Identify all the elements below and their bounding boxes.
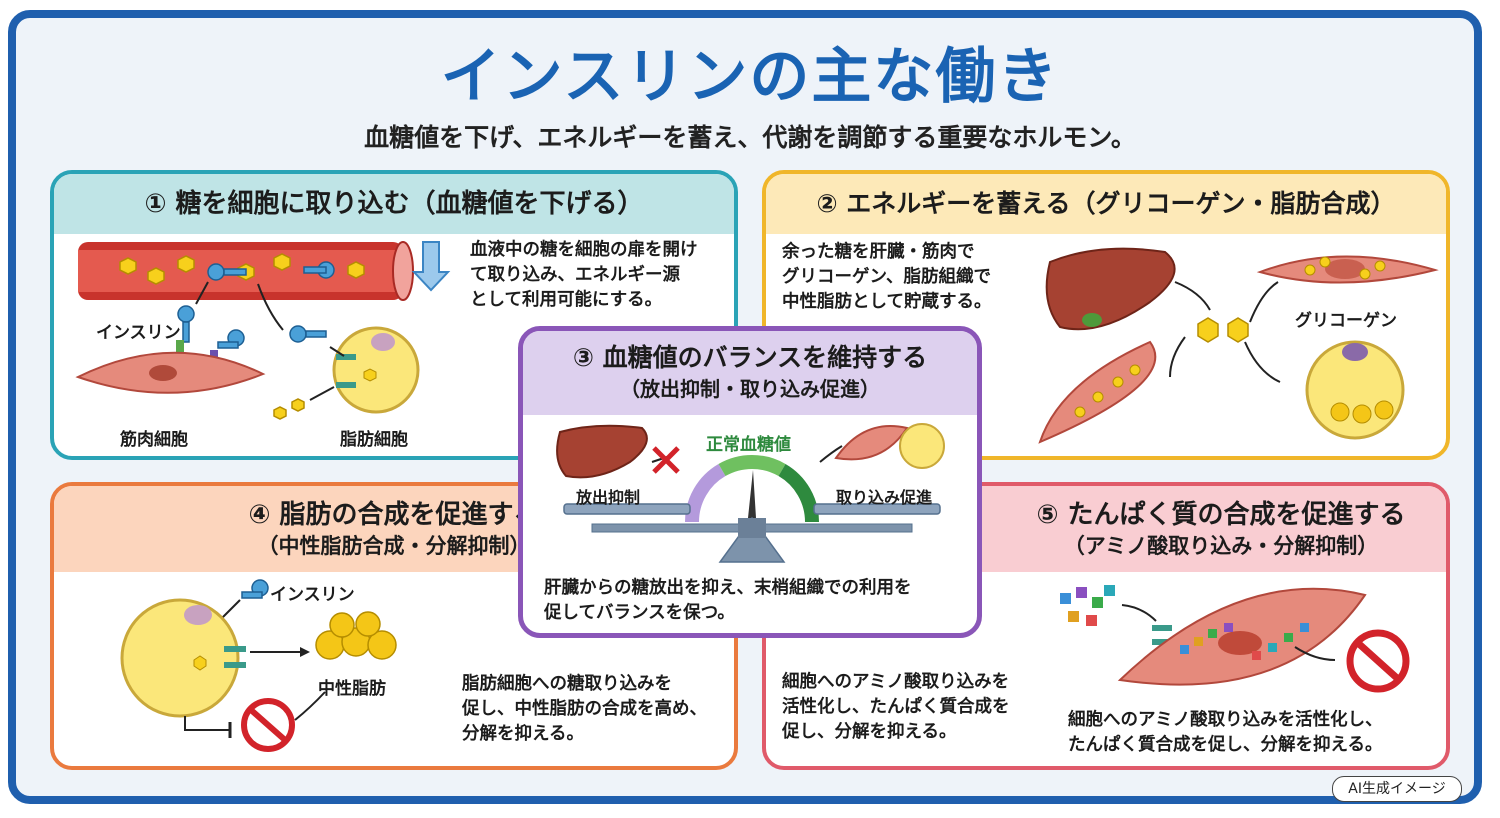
cross-mark-icon (652, 446, 680, 474)
glucose-molecule (177, 255, 195, 273)
blood-vessel-illustration (75, 241, 451, 420)
ai-generated-badge: AI生成イメージ (1332, 776, 1462, 802)
panel-glucose-balance: ③ 血糖値のバランスを維持する （放出抑制・取り込み促進） (518, 326, 982, 638)
glucose-molecule (1227, 317, 1249, 343)
down-arrow-icon (411, 241, 451, 292)
glucose-molecule (347, 261, 365, 279)
triglyceride-icon (315, 611, 397, 660)
amino-acid-transporter (1152, 639, 1172, 645)
liver-icon (1045, 247, 1176, 331)
liver-icon (556, 424, 648, 479)
fat-cell-icon (899, 423, 945, 469)
glucose-transporter (224, 662, 246, 668)
panel2-heading: ② エネルギーを蓄える（グリコーゲン・脂肪合成） (766, 174, 1446, 234)
glucose-gauge-purple (684, 463, 726, 523)
label-fat-cell: 脂肪細胞 (340, 430, 408, 450)
fat-cell (120, 598, 240, 718)
glucose-molecule (363, 368, 377, 382)
insulin-key-icon (177, 305, 195, 343)
amino-acid-icon (1060, 585, 1115, 626)
panel5-description-right: 細胞へのアミノ酸取り込みを活性化し、 たんぱく質合成を促し、分解を抑える。 (1068, 710, 1383, 755)
gauge-needle (748, 470, 756, 518)
glucose-molecule (273, 253, 291, 271)
glucose-transporter (224, 646, 246, 652)
insulin-receptor (176, 340, 184, 360)
protein-synthesis-illustration (1060, 585, 1410, 693)
glucose-molecule (147, 267, 165, 285)
insulin-key-icon (303, 261, 335, 279)
panel1-heading: ① 糖を細胞に取り込む（血糖値を下げる） (54, 174, 734, 234)
panel3-description: 肝臓からの糖放出を抑え、末梢組織での利用を 促してバランスを保つ。 (544, 578, 912, 623)
label-insulin: インスリン (96, 323, 181, 343)
balance-scale-illustration (556, 423, 945, 563)
label-insulin-p4: インスリン (270, 585, 355, 605)
insulin-key-icon (217, 329, 245, 349)
fat-synthesis-illustration (120, 579, 397, 752)
panel3-heading: ③ 血糖値のバランスを維持する （放出抑制・取り込み促進） (523, 331, 977, 415)
glucose-molecule (193, 655, 207, 671)
glucose-molecule (1197, 317, 1219, 343)
prohibition-icon (241, 698, 295, 752)
glucose-molecule (273, 406, 287, 420)
glucose-transporter (336, 382, 356, 388)
fat-cell (332, 326, 420, 414)
scale-pan-right (813, 503, 941, 515)
glucose-gauge-darkgreen (778, 463, 820, 523)
label-triglyceride: 中性脂肪 (318, 679, 386, 699)
glucose-molecule (291, 398, 305, 412)
insulin-key-icon (289, 325, 327, 343)
label-normal-glucose: 正常血糖値 (706, 435, 791, 455)
prohibition-icon (1346, 629, 1410, 693)
scale-fulcrum (718, 516, 786, 563)
insulin-key-icon (207, 263, 247, 281)
page-subtitle: 血糖値を下げ、エネルギーを蓄え、代謝を調節する重要なホルモン。 (364, 123, 1136, 152)
muscle-fiber-icon (834, 425, 909, 461)
glucose-molecule (119, 257, 137, 275)
amino-acid-transporter (1152, 625, 1172, 631)
label-release-inhibition: 放出抑制 (576, 488, 641, 507)
page-title: インスリンの主な働き (440, 42, 1060, 112)
scale-pan-left (563, 503, 691, 515)
panel-glucose-uptake: ① 糖を細胞に取り込む（血糖値を下げる） (50, 170, 738, 460)
energy-storage-illustration (1038, 247, 1439, 444)
panel1-description: 血液中の糖を細胞の扉を開け て取り込み、エネルギー源 として利用可能にする。 (470, 240, 698, 310)
panel5-description-left: 細胞へのアミノ酸取り込みを 活性化し、たんぱく質合成を 促し、分解を抑える。 (782, 672, 1010, 742)
label-muscle-cell: 筋肉細胞 (120, 430, 188, 450)
glucose-gauge-green (718, 454, 786, 477)
panel2-description: 余った糖を肝臓・筋肉で グリコーゲン、脂肪組織で 中性脂肪として貯蔵する。 (782, 242, 992, 312)
label-glycogen: グリコーゲン (1295, 311, 1397, 331)
label-uptake-promotion: 取り込み促進 (836, 488, 933, 507)
glucose-transporter (336, 354, 356, 360)
insulin-key-icon (241, 579, 269, 599)
panel4-description: 脂肪細胞への糖取り込みを 促し、中性脂肪の合成を高め、 分解を抑える。 (462, 674, 707, 744)
